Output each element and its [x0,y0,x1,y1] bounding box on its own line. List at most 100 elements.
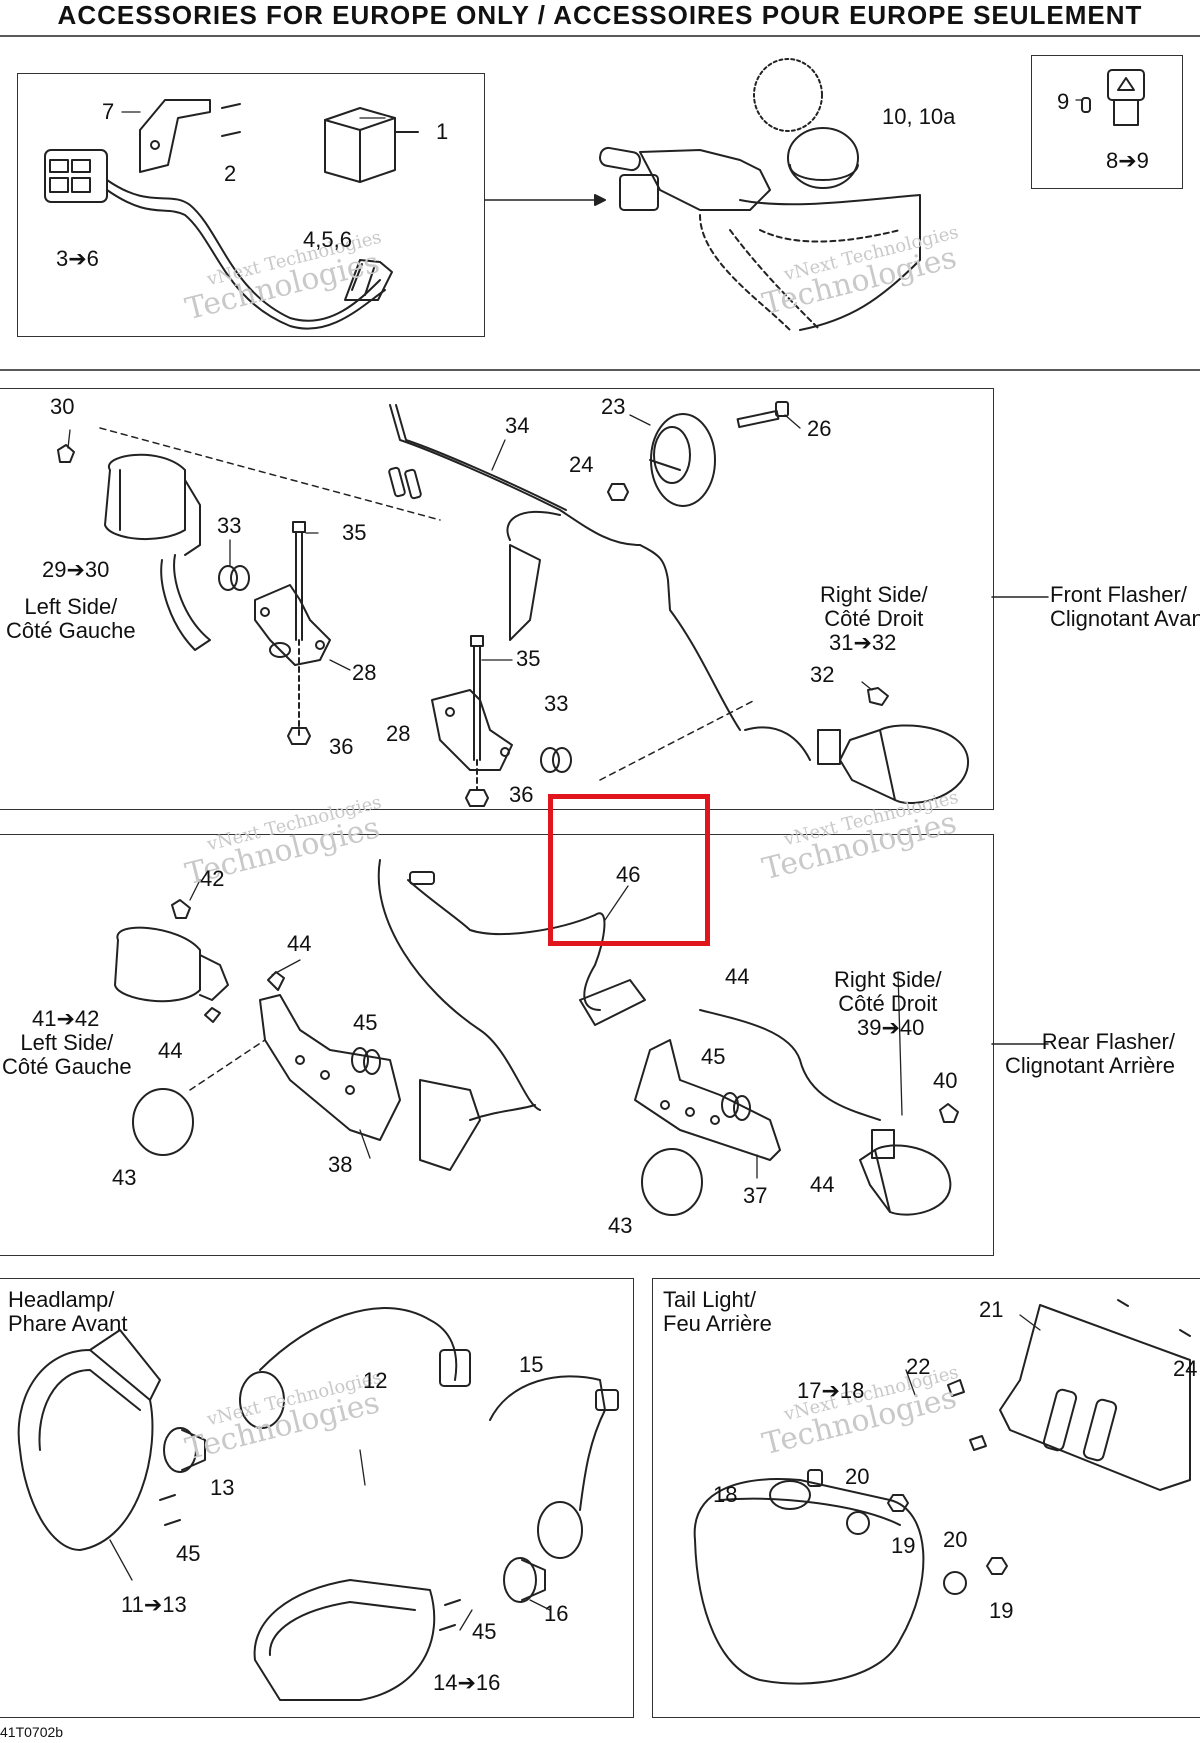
front-left-flasher [104,453,211,651]
rear-right-flasher [859,1129,952,1216]
headlamp-harness-12 [239,1307,471,1429]
relay-1 [324,107,419,183]
callout: 14➔16 [433,1670,501,1695]
drawing-code: 41T0702b [0,1724,64,1740]
bulb-40 [939,1103,959,1123]
callout: 19 [989,1598,1014,1623]
callout: 35 [516,646,541,671]
label-right-side-rear: Right Side/Côté Droit [834,967,942,1017]
callout: 43 [608,1213,633,1238]
screws-22-24 [947,1299,1191,1451]
headlamp-bulb-16 [503,1557,546,1603]
panel-handlebar-switch [17,73,485,337]
callout: 44 [287,931,312,956]
gauge-10 [753,58,859,189]
callout: 20 [943,1527,968,1552]
callout: 12 [363,1368,388,1393]
screws-45 [159,1494,461,1631]
highlight-box [548,794,710,946]
headlamp-right-14 [253,1579,436,1701]
callout: 4,5,6 [303,227,352,252]
callout: 36 [509,782,534,807]
callout: 28 [386,721,411,746]
section-label-front-flasher: Front Flasher/Clignotant Avant [1050,582,1200,632]
bracket-7 [139,99,241,173]
callout: 33 [544,691,569,716]
bulb-42 [171,899,191,919]
section-label-headlamp: Headlamp/Phare Avant [8,1287,128,1337]
callout: 45 [701,1044,726,1069]
nut-19 [887,1494,1008,1575]
grommet-45-right [721,1092,751,1121]
grommet-33-right [540,747,572,773]
bulb-30 [57,444,75,463]
callout: 23 [601,394,626,419]
page-title: ACCESSORIES FOR EUROPE ONLY / ACCESSOIRE… [57,0,1143,30]
callout: 8➔9 [1106,148,1149,173]
callout: 2 [224,161,237,186]
section-label-tail-light: Tail Light/Feu Arrière [663,1287,772,1337]
handlebar-assembly [599,146,921,331]
bracket-28-left [254,584,331,666]
label-right-side-front: Right Side/Côté Droit [820,582,928,632]
callout: 45 [472,1619,497,1644]
callout: 36 [329,734,354,759]
callout: 17➔18 [797,1378,865,1403]
callout: 39➔40 [857,1015,925,1040]
washer-20 [846,1511,967,1595]
callout: 33 [217,513,242,538]
callout: 20 [845,1464,870,1489]
front-right-flasher [817,724,970,805]
callout: 44 [810,1172,835,1197]
nut-36-left [287,727,311,745]
callout: 30 [50,394,75,419]
callout: 22 [906,1354,931,1379]
callout: 38 [328,1152,353,1177]
callout: 41➔42 [32,1006,100,1031]
callout: 24 [1173,1356,1198,1381]
callout: 32 [810,662,835,687]
grommet-33-left [218,565,250,591]
tail-light-17 [693,1478,925,1685]
callout: 45 [353,1010,378,1035]
callout: 24 [569,452,594,477]
callout: 34 [505,413,530,438]
callout: 7 [102,99,115,124]
label-left-side-front: Left Side/Côté Gauche [6,594,136,644]
callout: 44 [158,1038,183,1063]
label-left-side-rear: Left Side/Côté Gauche [2,1030,132,1080]
harness-46 [377,859,881,1121]
callout: 3➔6 [56,246,99,271]
callout: 13 [210,1475,235,1500]
nut-24 [607,483,629,501]
bracket-28-right [431,689,513,771]
tail-bulb-18 [769,1469,823,1510]
reflector-43-right [641,1148,703,1216]
callout: 29➔30 [42,557,110,582]
callout: 46 [616,862,641,887]
callout: 42 [200,866,225,891]
callout: 19 [891,1533,916,1558]
bulb-32 [867,687,889,706]
headlamp-harness-15 [489,1375,619,1559]
rear-left-flasher [114,926,229,1003]
panel-headlamp [0,1278,634,1718]
callout: 10, 10a [882,104,956,129]
callout: 43 [112,1165,137,1190]
bolt-26 [736,401,789,429]
callout: 16 [544,1601,569,1626]
switch-housing [44,149,386,330]
rear-left-bracket-38 [259,994,481,1171]
section-label-rear-flasher: Rear Flasher/Clignotant Arrière [1005,1029,1175,1079]
callout: 11➔13 [121,1592,187,1617]
callout: 28 [352,660,377,685]
headlamp-bulb-13 [163,1427,206,1473]
callout: 9 [1057,89,1070,114]
rear-right-bracket-37 [634,1039,781,1161]
callout: 26 [807,416,832,441]
callout: 31➔32 [829,630,897,655]
callout: 18 [713,1482,738,1507]
callout: 15 [519,1352,544,1377]
callout: 40 [933,1068,958,1093]
